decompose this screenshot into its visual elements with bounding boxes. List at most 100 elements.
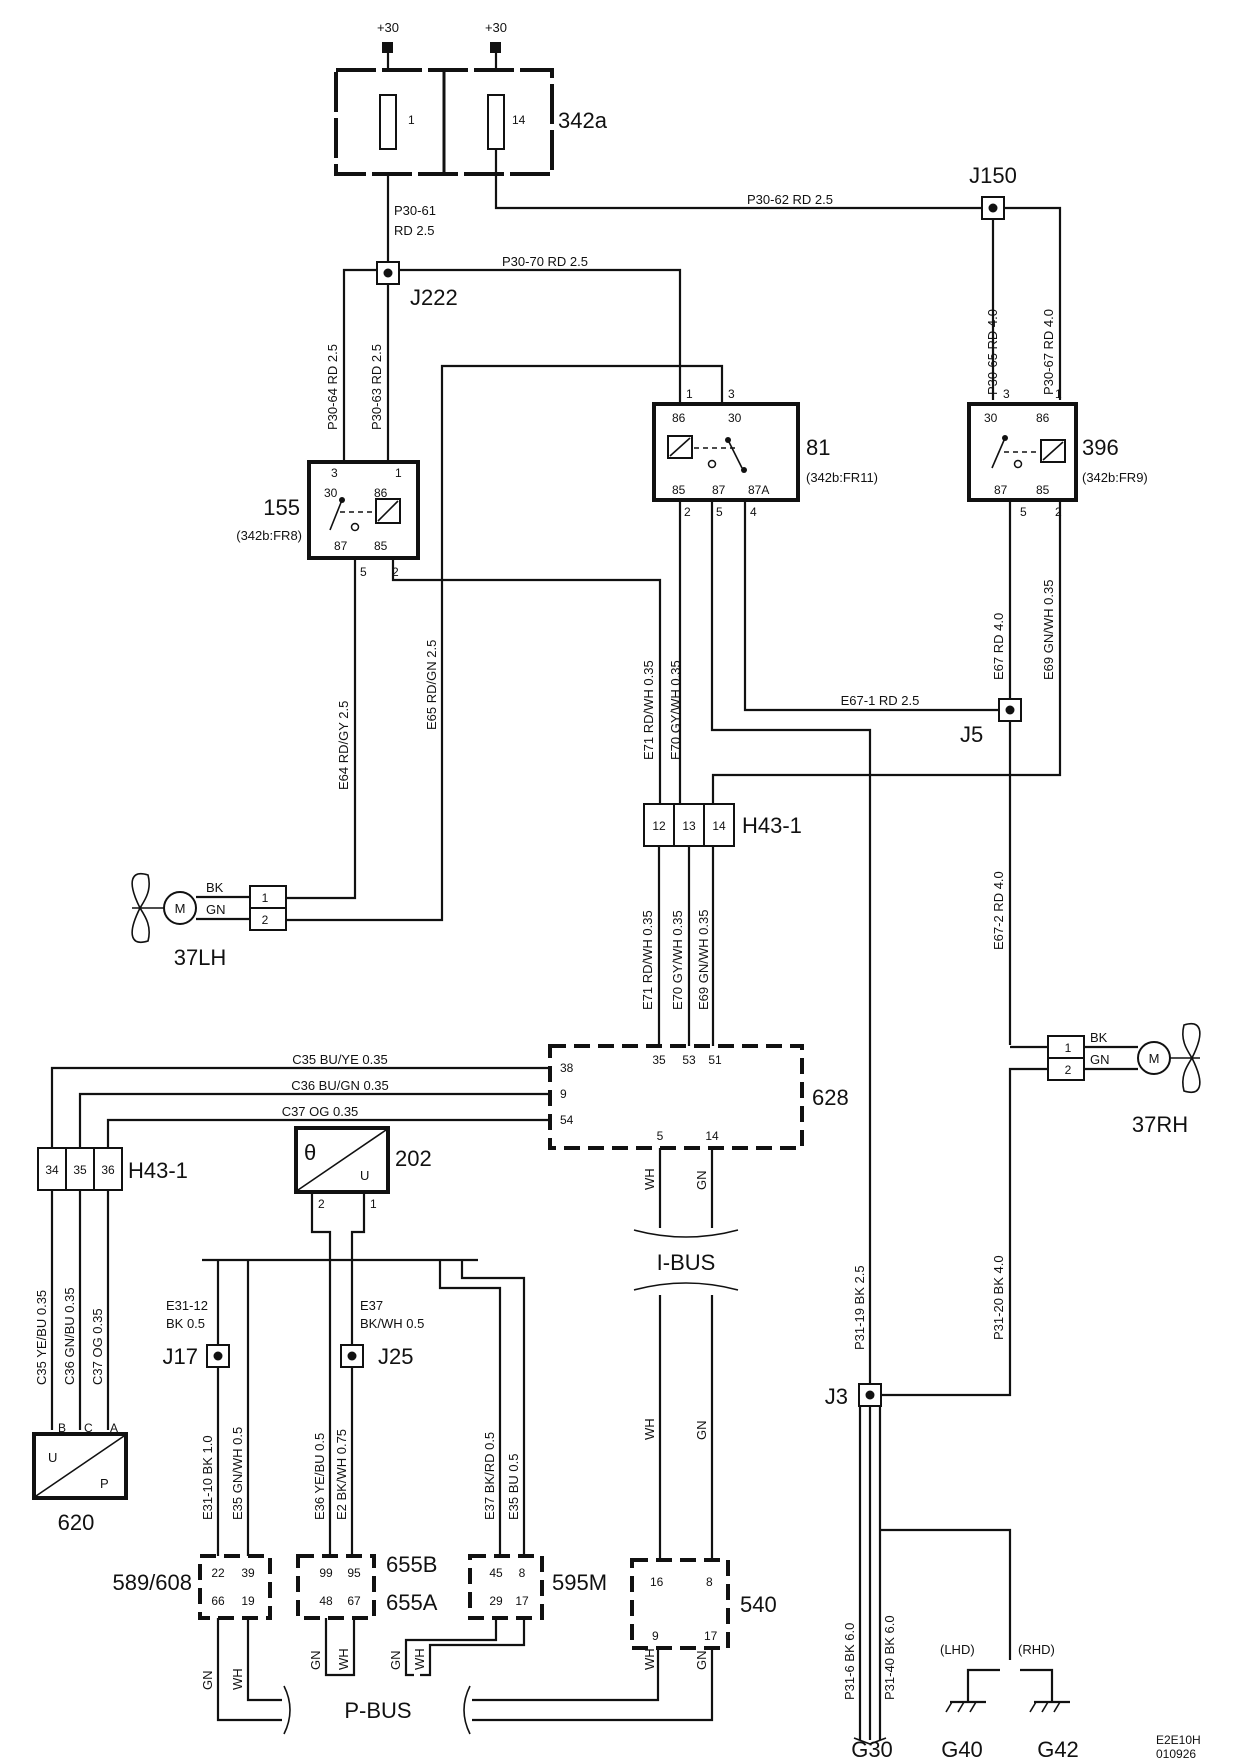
j25-label: J25: [378, 1344, 413, 1369]
splice-j222: J222: [376, 261, 458, 310]
relay-81-n3: 3: [728, 387, 735, 401]
pbus-655-gn: GN: [308, 1651, 323, 1671]
relay-155: 3 1 30 86 87 85 5 2 155 (342b:FR8): [236, 460, 420, 579]
wire-p30-62-label: P30-62 RD 2.5: [747, 192, 833, 207]
relay-155-p87: 87: [334, 539, 348, 553]
module-655a-name: 655A: [386, 1590, 438, 1615]
m628-pin-54: 54: [560, 1113, 574, 1127]
ground-g30: G30: [851, 1737, 893, 1762]
wire-e37-label: E37: [360, 1298, 383, 1313]
j150-label: J150: [969, 163, 1017, 188]
wire-e35-a-label: E35 GN/WH 0.5: [230, 1427, 245, 1520]
ibus-top-gn: GN: [694, 1171, 709, 1191]
wire-e67-1: [743, 500, 1010, 712]
relay-155-n3: 3: [331, 466, 338, 480]
connector-h43-top: 12 13 14 H43-1: [643, 803, 802, 847]
relay-396-p87: 87: [994, 483, 1008, 497]
m628-pin-51: 51: [708, 1053, 722, 1067]
wire-c37v-label: C37 OG 0.35: [90, 1308, 105, 1385]
relay-396-n5: 5: [1020, 505, 1027, 519]
h43-left-pin-34: 34: [45, 1163, 59, 1177]
wire-155-85: [391, 558, 662, 640]
wire-81-p87-ground: [710, 500, 872, 1740]
m628-pin-53: 53: [682, 1053, 696, 1067]
m620-pin-c: C: [84, 1421, 93, 1435]
module-628-name: 628: [812, 1085, 849, 1110]
footer-date: 010926: [1156, 1747, 1196, 1761]
relay-396-n2: 2: [1055, 505, 1062, 519]
wire-e31-12-label: E31-12: [166, 1298, 208, 1313]
wire-e31-10-label: E31-10 BK 1.0: [200, 1435, 215, 1520]
wire-c36v-label: C36 GN/BU 0.35: [62, 1287, 77, 1385]
m628-pin-9: 9: [560, 1087, 567, 1101]
splice-j150: J150: [969, 163, 1017, 220]
m655-pin-99: 99: [319, 1566, 333, 1580]
relay-155-n5: 5: [360, 565, 367, 579]
m655-pin-48: 48: [319, 1594, 333, 1608]
fan-37lh: 1 2 BK GN M 37LH: [131, 873, 287, 970]
relay-155-ref: (342b:FR8): [236, 528, 302, 543]
pbus-label: P-BUS: [344, 1698, 411, 1723]
wire-c37: [106, 1118, 550, 1148]
fuse-14-label: 14: [512, 113, 526, 127]
fan-37lh-name: 37LH: [174, 945, 227, 970]
footer-code: E2E10H: [1156, 1733, 1201, 1747]
j3-label: J3: [825, 1384, 848, 1409]
h43-top-pin-14: 14: [712, 819, 726, 833]
wire-e67-label: E67 RD 4.0: [991, 613, 1006, 680]
ground-g42: G42: [1037, 1737, 1079, 1762]
fuse-1: [379, 94, 397, 150]
module-595m: 45 8 29 17 595M: [468, 1554, 607, 1620]
relay-396-p86: 86: [1036, 411, 1050, 425]
fan-lh-motor: M: [175, 901, 186, 916]
h43-left-pin-35: 35: [73, 1163, 87, 1177]
wire-p30-70: [399, 268, 682, 404]
m628-pin-5: 5: [657, 1129, 664, 1143]
wire-c35v-label: C35 YE/BU 0.35: [34, 1290, 49, 1385]
wire-e36-label: E36 YE/BU 0.5: [312, 1433, 327, 1520]
wire-e71-top-label: E71 RD/WH 0.35: [641, 660, 656, 760]
wire-e69-top-label: E69 GN/WH 0.35: [1041, 580, 1056, 680]
fan-rh-pin1: 1: [1065, 1041, 1072, 1055]
wire-e65-label: E65 RD/GN 2.5: [424, 640, 439, 730]
wire-p30-61-spec: RD 2.5: [394, 223, 434, 238]
wire-e2-label: E2 BK/WH 0.75: [334, 1429, 349, 1520]
fusebox-name: 342a: [558, 108, 608, 133]
module-655: 99 95 48 67 655B 655A: [296, 1552, 438, 1620]
h43-top-name: H43-1: [742, 813, 802, 838]
j17-label: J17: [163, 1344, 198, 1369]
m202-u: U: [360, 1168, 369, 1183]
module-540-name: 540: [740, 1592, 777, 1617]
relay-81-n1: 1: [686, 387, 693, 401]
relay-396: 3 1 30 86 87 85 5 2 396 (342b:FR9): [967, 387, 1148, 519]
wire-e64: [286, 558, 357, 900]
relay-81-n4: 4: [750, 505, 757, 519]
wire-p30-64-label: P30-64 RD 2.5: [325, 344, 340, 430]
ibus-top-wh: WH: [642, 1168, 657, 1190]
fan-lh-gn: GN: [206, 902, 226, 917]
m595-pin-8: 8: [519, 1566, 526, 1580]
ground-lhd: (LHD): [940, 1642, 975, 1657]
wire-c36: [78, 1092, 550, 1148]
m655-pin-95: 95: [347, 1566, 361, 1580]
module-620: B C A U P 620: [32, 1421, 128, 1535]
fan-lh-pin1: 1: [262, 891, 269, 905]
splice-j17: J17: [163, 1344, 230, 1369]
ibus-bot-wh: WH: [642, 1648, 657, 1670]
fan-rh-motor: M: [1149, 1051, 1160, 1066]
pbus-589-gn: GN: [200, 1671, 215, 1691]
relay-81-p87: 87: [712, 483, 726, 497]
relay-155-p30: 30: [324, 486, 338, 500]
wire-e67-2-label: E67-2 RD 4.0: [991, 871, 1006, 950]
m202-theta-icon: θ: [304, 1140, 316, 1165]
fuse-1-label: 1: [408, 113, 415, 127]
m628-pin-38: 38: [560, 1061, 574, 1075]
wire-p31-20-label: P31-20 BK 4.0: [991, 1255, 1006, 1340]
m620-pin-b: B: [58, 1421, 66, 1435]
relay-81-p30: 30: [728, 411, 742, 425]
fan-rh-pin2: 2: [1065, 1063, 1072, 1077]
wire-e69-bot-label: E69 GN/WH 0.35: [696, 910, 711, 1010]
ground-rhd: (RHD): [1018, 1642, 1055, 1657]
m628-pin-14: 14: [705, 1129, 719, 1143]
pbus-595-wh: WH: [412, 1648, 427, 1670]
